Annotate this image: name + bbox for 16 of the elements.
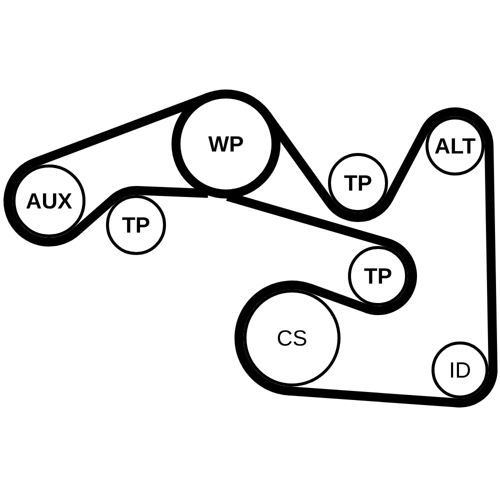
pulley: CS <box>244 290 340 386</box>
pulley: WP <box>172 90 280 198</box>
belt <box>484 145 498 370</box>
pulley: AUX <box>12 164 86 238</box>
pulley: TP <box>106 195 166 255</box>
pulley: TP <box>348 246 408 306</box>
pulley: ID <box>432 342 488 398</box>
belt <box>262 112 334 206</box>
belt <box>288 386 458 408</box>
belt <box>308 284 368 313</box>
belt <box>137 186 208 198</box>
pulley: TP <box>328 153 388 213</box>
belt <box>32 92 210 167</box>
belt <box>73 196 116 236</box>
belt <box>384 128 429 202</box>
pulley: ALT <box>426 116 484 176</box>
